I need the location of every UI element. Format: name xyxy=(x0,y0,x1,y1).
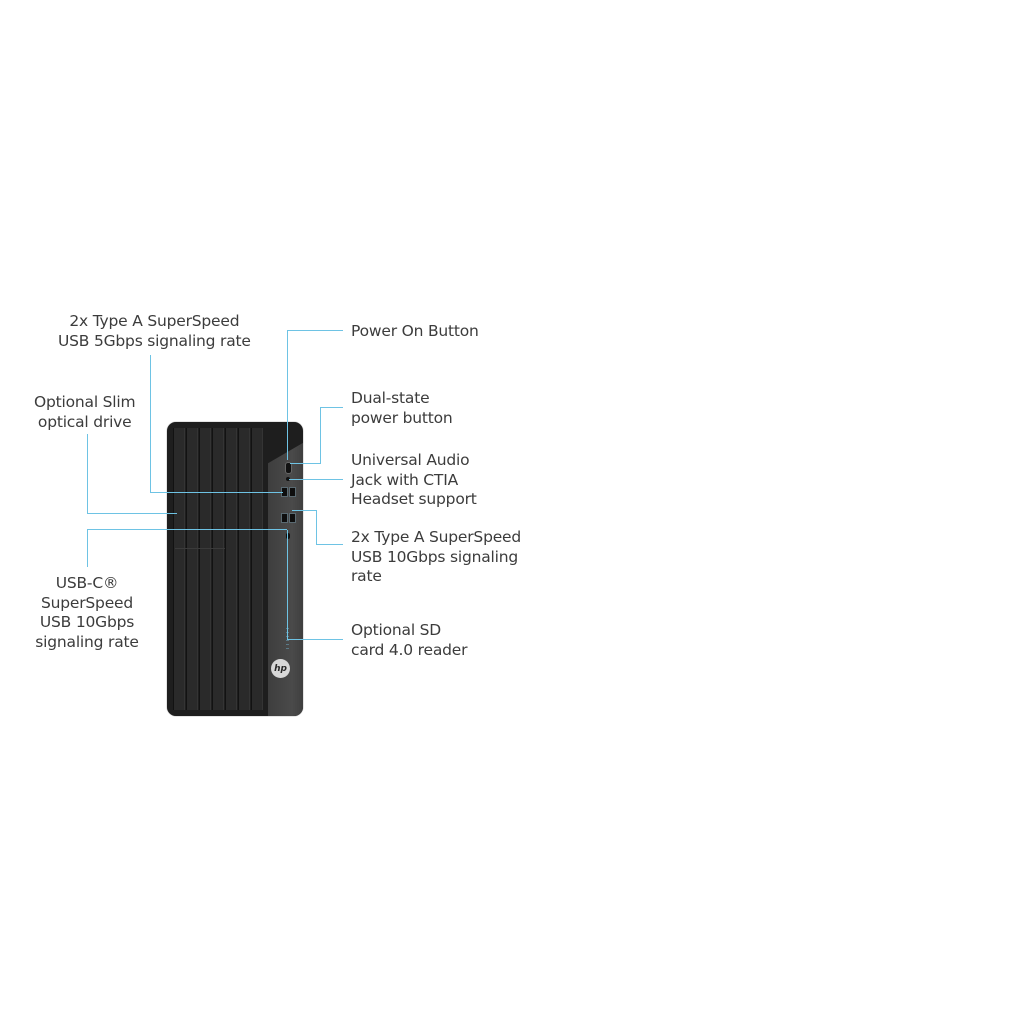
desktop-tower-image: hp xyxy=(167,422,303,716)
callout-text: Optional Slim xyxy=(34,393,136,411)
callout-text: power button xyxy=(351,408,453,427)
audio-jack-icon xyxy=(286,477,290,481)
callout-text: SuperSpeed xyxy=(41,593,133,612)
callout-text: USB 10Gbps xyxy=(39,613,135,631)
sd-slot-icon xyxy=(286,648,289,649)
connector-line xyxy=(292,510,317,511)
connector-line xyxy=(316,544,343,545)
callout-audio-jack: Universal Audio Jack with CTIA Headset s… xyxy=(351,451,477,510)
connector-line xyxy=(287,639,343,640)
connector-line xyxy=(289,479,343,480)
connector-line xyxy=(320,407,343,408)
connector-line xyxy=(150,355,151,492)
usb-a-port-icon xyxy=(289,487,296,497)
callout-sd-reader: Optional SD card 4.0 reader xyxy=(351,621,467,660)
callout-text: Dual-state xyxy=(351,389,430,407)
callout-text: signaling rate xyxy=(35,632,139,651)
power-button-icon xyxy=(285,462,292,474)
callout-power-on: Power On Button xyxy=(351,322,479,342)
connector-line xyxy=(87,434,88,513)
front-slat xyxy=(225,428,237,710)
callout-text: Headset support xyxy=(351,490,477,508)
callout-text: optical drive xyxy=(37,412,132,431)
connector-line xyxy=(87,529,287,530)
front-slat xyxy=(186,428,198,710)
usb-a-port-icon xyxy=(289,513,296,523)
callout-text: Universal Audio xyxy=(351,451,470,469)
callout-text: USB 5Gbps signaling rate xyxy=(58,331,251,350)
hp-logo-icon: hp xyxy=(271,659,290,678)
front-slat xyxy=(173,428,185,710)
callout-optical-drive: Optional Slim optical drive xyxy=(34,393,136,432)
callout-usb-c: USB-C® SuperSpeed USB 10Gbps signaling r… xyxy=(33,574,141,652)
connector-line xyxy=(287,530,288,640)
connector-line xyxy=(87,513,177,514)
front-slat xyxy=(199,428,211,710)
connector-line xyxy=(290,463,321,464)
front-slat xyxy=(251,428,263,710)
callout-text: 2x Type A SuperSpeed xyxy=(69,312,240,330)
connector-line xyxy=(316,510,317,545)
sd-slot-icon xyxy=(286,640,289,641)
optical-bay-seam xyxy=(175,548,225,549)
connector-line xyxy=(287,330,288,460)
connector-line xyxy=(287,330,343,331)
callout-dual-state: Dual-state power button xyxy=(351,389,453,428)
sd-slot-icon xyxy=(286,644,289,645)
callout-text: Optional SD xyxy=(351,621,442,639)
connector-line xyxy=(320,407,321,463)
callout-usb-5gbps: 2x Type A SuperSpeed USB 5Gbps signaling… xyxy=(58,312,251,351)
callout-text: rate xyxy=(351,567,382,585)
callout-usb-10gbps: 2x Type A SuperSpeed USB 10Gbps signalin… xyxy=(351,528,521,587)
usb-c-port-icon xyxy=(286,533,290,539)
usb-a-port-icon xyxy=(281,513,288,523)
connector-line xyxy=(150,492,283,493)
callout-text: USB 10Gbps signaling xyxy=(351,547,518,566)
connector-line xyxy=(87,529,88,567)
callout-text: USB-C® xyxy=(55,574,119,592)
front-slat xyxy=(212,428,224,710)
callout-text: 2x Type A SuperSpeed xyxy=(351,528,522,546)
front-slat xyxy=(238,428,250,710)
callout-text: Power On Button xyxy=(351,322,479,340)
callout-text: Jack with CTIA xyxy=(351,470,458,489)
callout-text: card 4.0 reader xyxy=(351,640,468,659)
